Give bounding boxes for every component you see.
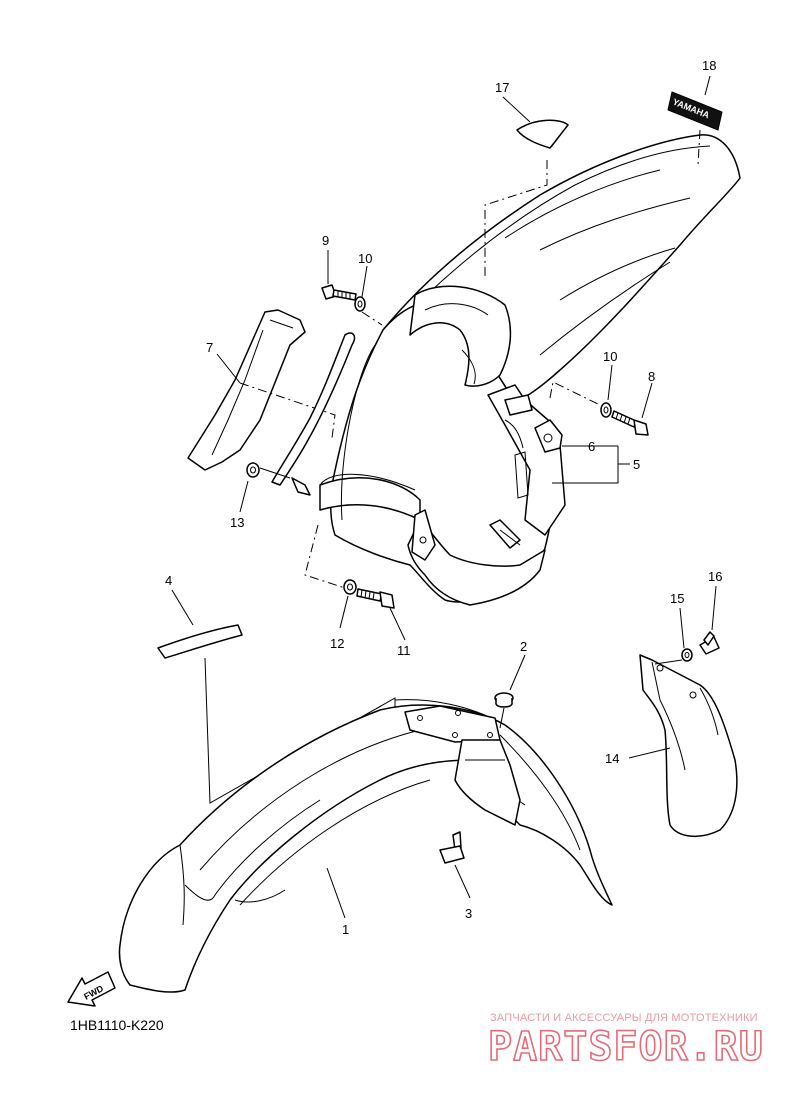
part-15-washer bbox=[681, 648, 693, 662]
leader-7 bbox=[216, 353, 241, 384]
callout-14: 14 bbox=[605, 751, 619, 766]
callout-2: 2 bbox=[520, 639, 527, 654]
callout-11: 11 bbox=[397, 643, 411, 658]
leader-5-bracket bbox=[552, 446, 630, 484]
leader-15-16 bbox=[654, 659, 683, 665]
leader-2 bbox=[509, 654, 526, 691]
part-2-nut bbox=[494, 692, 514, 708]
leader-13 bbox=[239, 480, 249, 513]
leader-12 bbox=[339, 595, 349, 629]
callout-10-right: 10 bbox=[603, 349, 617, 364]
leader-4 bbox=[171, 589, 194, 626]
leader-10a-dash bbox=[361, 311, 383, 326]
callout-1: 1 bbox=[342, 922, 349, 937]
part-13-washer bbox=[246, 462, 260, 478]
leader-8 bbox=[641, 382, 653, 419]
leader-1 bbox=[326, 867, 346, 919]
part-7-panel bbox=[187, 309, 306, 471]
leader-14 bbox=[628, 747, 671, 759]
part-4-pad bbox=[157, 624, 243, 659]
callout-16: 16 bbox=[708, 569, 722, 584]
leader-18-dash bbox=[697, 129, 701, 166]
leader-11 bbox=[389, 607, 406, 641]
part-8-bolt bbox=[611, 410, 649, 436]
leader-16 bbox=[711, 585, 717, 631]
callout-8: 8 bbox=[648, 369, 655, 384]
watermark-brand: PARTSFOR.RU bbox=[488, 1024, 764, 1070]
callout-13: 13 bbox=[230, 515, 244, 530]
front-fender bbox=[118, 699, 613, 993]
part-10-washer-right bbox=[600, 402, 612, 418]
diagram-code: 1HB1110-K220 bbox=[70, 1017, 164, 1033]
leader-10b bbox=[607, 364, 613, 401]
callout-3: 3 bbox=[465, 906, 472, 921]
callout-6: 6 bbox=[588, 439, 595, 454]
watermark: ЗАПЧАСТИ И АКСЕССУАРЫ ДЛЯ МОТОТЕХНИКИ PA… bbox=[487, 1012, 764, 1071]
leader-7-dash bbox=[239, 382, 336, 439]
leader-17-dash bbox=[484, 160, 548, 280]
callout-18: 18 bbox=[702, 58, 716, 73]
part-18-emblem: YAMAHA bbox=[667, 91, 723, 131]
callout-7: 7 bbox=[206, 340, 213, 355]
rear-fender bbox=[319, 134, 741, 606]
part-16-screw bbox=[699, 631, 720, 655]
part-11-bolt bbox=[356, 588, 395, 609]
leader-17 bbox=[502, 96, 531, 123]
callout-5: 5 bbox=[633, 457, 640, 472]
callout-15: 15 bbox=[670, 591, 684, 606]
part-12-washer bbox=[343, 579, 357, 595]
callout-4: 4 bbox=[165, 573, 172, 588]
leader-13-b bbox=[259, 467, 291, 479]
leader-2-drop bbox=[499, 707, 505, 729]
leader-3 bbox=[454, 864, 471, 899]
callout-9: 9 bbox=[322, 233, 329, 248]
leader-10b-dash bbox=[549, 381, 601, 406]
part-13-collar bbox=[291, 477, 311, 496]
callout-17: 17 bbox=[495, 80, 509, 95]
fwd-arrow-icon: FWD bbox=[67, 971, 116, 1007]
part-3-bolt bbox=[439, 831, 465, 864]
part-14-guard bbox=[639, 654, 738, 837]
part-17-pad bbox=[516, 119, 569, 149]
part-9-bolt bbox=[321, 284, 357, 301]
callout-10-upper: 10 bbox=[358, 251, 372, 266]
leader-15 bbox=[679, 607, 685, 649]
part-10-washer-upper bbox=[354, 296, 366, 312]
part-7-strip bbox=[271, 332, 356, 486]
watermark-subtitle: ЗАПЧАСТИ И АКСЕССУАРЫ ДЛЯ МОТОТЕХНИКИ bbox=[490, 1012, 758, 1024]
leader-10a bbox=[361, 265, 368, 298]
leader-12-dash bbox=[304, 524, 346, 589]
leader-18 bbox=[704, 75, 711, 96]
callout-12: 12 bbox=[330, 636, 344, 651]
